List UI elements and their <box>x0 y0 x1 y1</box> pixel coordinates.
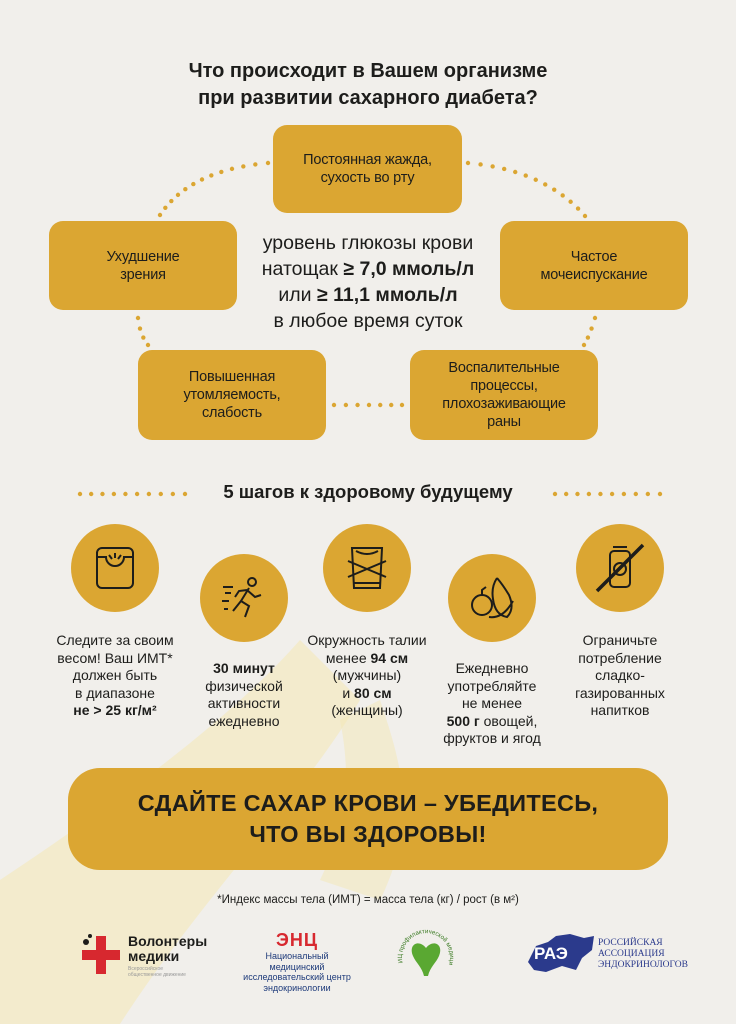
logo-nmic: НМИЦ профилактической медицины <box>391 919 458 988</box>
running-person-icon <box>200 554 288 642</box>
connector-dot <box>88 491 94 497</box>
connector-dot <box>100 491 105 497</box>
call-to-action-banner: СДАЙТЕ САХАР КРОВИ – УБЕДИТЕСЬ, ЧТО ВЫ З… <box>68 768 668 870</box>
dotted-connectors <box>77 160 663 497</box>
connector-dot <box>343 402 349 408</box>
connector-dot <box>582 213 588 219</box>
connector-dot <box>175 192 181 198</box>
connector-dot <box>137 326 143 331</box>
connector-dot <box>575 206 581 211</box>
connector-dot <box>585 335 591 340</box>
connector-dot <box>265 160 271 166</box>
connector-dot <box>513 169 518 175</box>
connector-dot <box>598 491 603 497</box>
steps-heading: 5 шагов к здоровому будущему <box>223 481 513 502</box>
connector-dot <box>209 173 214 178</box>
connector-dot <box>575 491 580 497</box>
connector-dot <box>157 212 163 218</box>
connector-dot <box>586 491 592 497</box>
connector-dot <box>169 198 174 204</box>
scale-icon <box>71 524 159 612</box>
connector-dot <box>609 491 615 497</box>
step-waist: Окружность талии менее 94 см (мужчины) и… <box>307 632 427 718</box>
connector-dot <box>560 193 565 198</box>
connector-dot <box>589 326 594 331</box>
connector-dot <box>366 402 372 408</box>
connector-dot <box>389 402 394 408</box>
connector-dot <box>199 177 205 182</box>
connector-dot <box>163 205 168 210</box>
connector-dot <box>183 187 188 192</box>
connector-dot <box>182 491 188 497</box>
connector-dot <box>134 491 140 497</box>
connector-dot <box>77 491 83 497</box>
connector-dot <box>146 491 152 497</box>
connector-dot <box>141 335 146 340</box>
connector-dot <box>331 402 337 408</box>
connector-dot <box>135 315 141 321</box>
connector-dot <box>219 169 224 175</box>
connector-dot <box>465 160 471 166</box>
connector-dot <box>657 491 663 497</box>
connector-dot <box>645 491 651 497</box>
connector-dot <box>111 491 117 497</box>
page-title: Что происходит в Вашем организме при раз… <box>188 60 548 109</box>
connector-dot <box>170 491 176 497</box>
connector-dot <box>378 402 383 408</box>
connector-dot <box>191 181 196 187</box>
connector-dot <box>543 182 548 187</box>
connector-dot <box>490 164 495 169</box>
connector-dot <box>229 166 235 172</box>
connector-dot <box>581 342 587 348</box>
symptom-thirst: Постоянная жажда,сухость во рту <box>273 125 462 213</box>
connector-dot <box>552 491 558 497</box>
connector-dot <box>552 187 557 192</box>
connector-dot <box>145 342 151 348</box>
connector-dot <box>241 164 246 169</box>
glucose-criteria: уровень глюкозы крови натощак ≥ 7,0 ммол… <box>261 232 475 332</box>
connector-dot <box>563 491 569 497</box>
connector-dot <box>158 491 164 497</box>
connector-dot <box>399 402 405 408</box>
connector-dot <box>568 199 573 204</box>
connector-dot <box>501 166 507 172</box>
connector-dot <box>253 162 258 167</box>
connector-dot <box>621 491 627 497</box>
red-cross-icon <box>82 934 120 974</box>
connector-dot <box>355 402 360 408</box>
connector-dot <box>123 491 128 497</box>
bmi-footnote: *Индекс массы тела (ИМТ) = масса тела (к… <box>217 894 519 906</box>
connector-dot <box>523 173 528 178</box>
fruits-icon <box>448 554 536 642</box>
no-soda-icon <box>576 524 664 612</box>
connector-dot <box>533 177 538 182</box>
connector-dot <box>592 315 598 321</box>
connector-dot <box>478 162 483 167</box>
connector-dot <box>633 491 639 497</box>
waist-measure-icon <box>323 524 411 612</box>
